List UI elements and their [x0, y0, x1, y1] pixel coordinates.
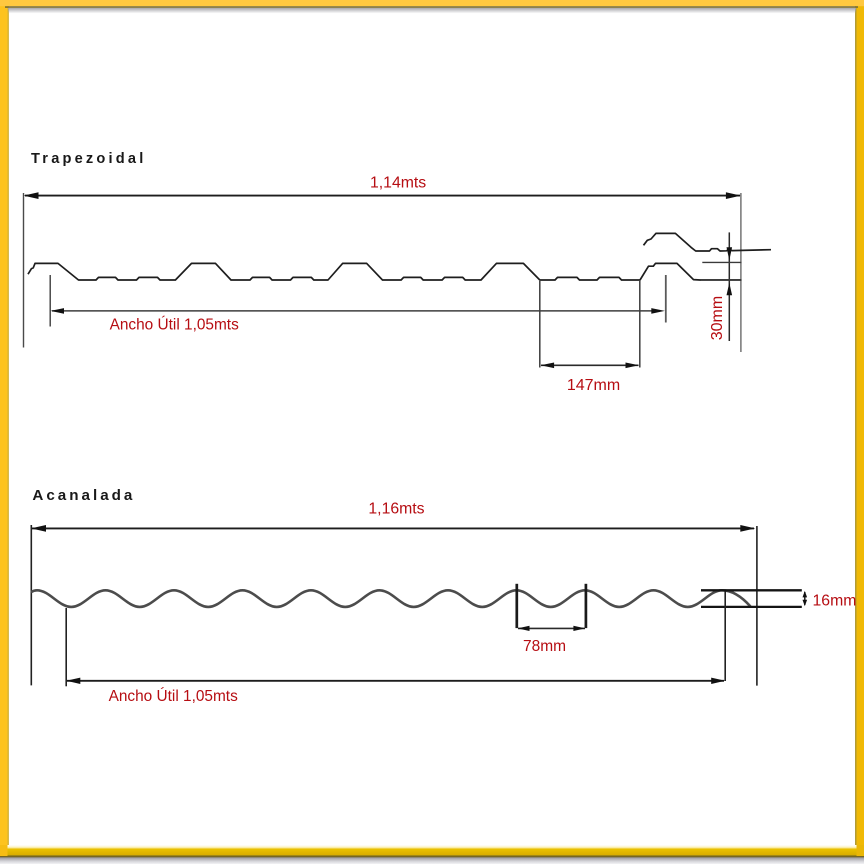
- svg-text:16mm: 16mm: [813, 593, 857, 610]
- svg-text:1,16mts: 1,16mts: [368, 500, 424, 517]
- svg-text:1,14mts: 1,14mts: [370, 175, 426, 192]
- svg-text:Ancho Útil 1,05mts: Ancho Útil 1,05mts: [110, 317, 239, 334]
- svg-text:147mm: 147mm: [567, 377, 620, 394]
- svg-text:Trapezoidal: Trapezoidal: [31, 151, 147, 167]
- svg-text:78mm: 78mm: [523, 638, 566, 655]
- svg-text:Acanalada: Acanalada: [32, 487, 135, 504]
- svg-text:30mm: 30mm: [709, 296, 726, 340]
- svg-text:Ancho Útil 1,05mts: Ancho Útil 1,05mts: [109, 688, 238, 705]
